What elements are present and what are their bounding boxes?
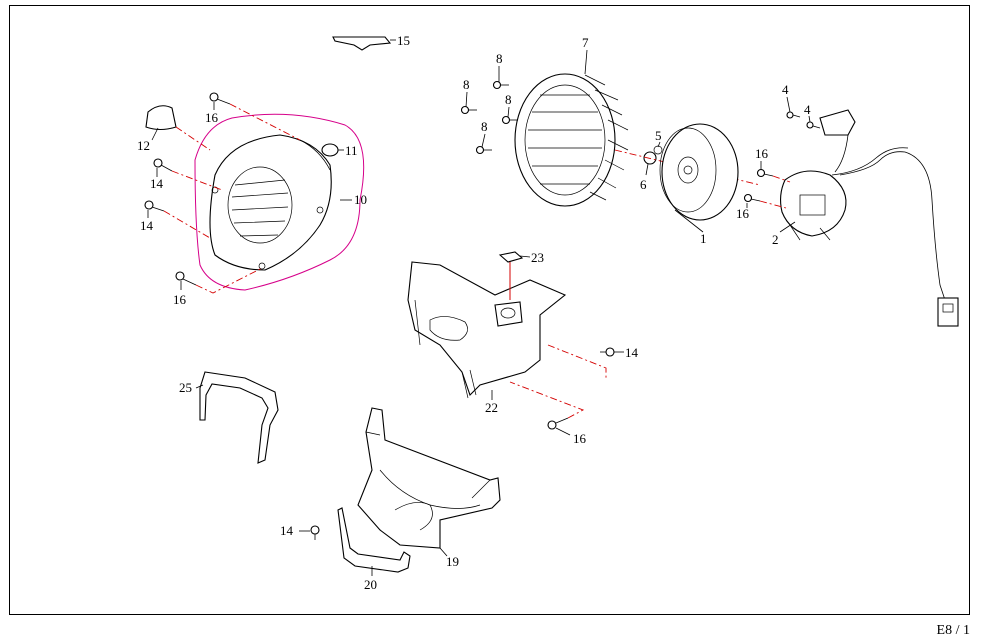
screw-part-8-c <box>501 115 518 125</box>
screw-part-16-d <box>743 193 761 203</box>
screw-part-16-c <box>756 168 774 178</box>
callout-20: 20 <box>364 577 377 592</box>
pickup-coil-part-4 <box>819 109 856 136</box>
leader-12 <box>175 126 211 151</box>
plug-part-11 <box>321 143 339 157</box>
part-10-group-outline <box>194 113 365 291</box>
leader-14c <box>547 344 607 380</box>
screw-part-8-b <box>460 105 477 115</box>
screw-part-14-a <box>153 158 173 172</box>
lower-shroud-part-19 <box>357 407 501 549</box>
callout-5: 5 <box>655 128 662 143</box>
fan-cover-part-10 <box>209 134 332 271</box>
cooling-fan-part-7 <box>514 73 629 207</box>
callout-2: 2 <box>772 232 779 247</box>
callout-16e: 16 <box>573 431 587 446</box>
screw-part-16-e <box>547 417 569 430</box>
leader-14a <box>171 170 223 191</box>
callout-8a: 8 <box>496 51 503 66</box>
leader-16e <box>509 381 585 419</box>
cap-part-12 <box>145 105 177 131</box>
page-reference: E8 / 1 <box>936 623 970 638</box>
callouts: 1 2 4 4 5 6 7 8 8 8 8 10 11 12 14 14 14 … <box>137 33 811 592</box>
bracket-part-15 <box>332 36 392 51</box>
callout-4a: 4 <box>782 82 789 97</box>
leader-16b <box>195 267 263 294</box>
callout-14c: 14 <box>625 345 639 360</box>
seal-part-20 <box>337 507 411 573</box>
callout-14b: 14 <box>140 218 154 233</box>
callout-16b: 16 <box>173 292 187 307</box>
flywheel-part-1 <box>659 123 739 221</box>
washer-part-5 <box>653 145 663 155</box>
screw-part-14-b <box>144 200 165 212</box>
callout-7: 7 <box>582 35 589 50</box>
screw-part-16-b <box>175 271 197 286</box>
seal-part-25 <box>199 371 279 464</box>
callout-16d: 16 <box>736 206 750 221</box>
screw-part-8-a <box>492 80 509 90</box>
screw-part-14-d <box>310 525 320 540</box>
callout-8d: 8 <box>481 119 488 134</box>
callout-19: 19 <box>446 554 459 569</box>
leader-16c <box>772 175 791 183</box>
callout-12: 12 <box>137 138 150 153</box>
callout-15: 15 <box>397 33 410 48</box>
shroud-part-22 <box>407 261 567 399</box>
callout-8b: 8 <box>463 77 470 92</box>
callout-10: 10 <box>354 192 367 207</box>
screw-part-14-c <box>600 347 615 357</box>
callout-14a: 14 <box>150 176 164 191</box>
screw-part-4-a <box>786 111 801 119</box>
screw-part-16-a <box>209 92 231 105</box>
callout-11: 11 <box>345 143 358 158</box>
callout-16c: 16 <box>755 146 769 161</box>
callout-1: 1 <box>700 231 707 246</box>
stator-part-2 <box>779 170 847 241</box>
leader-16a <box>229 103 301 141</box>
callout-6: 6 <box>640 177 647 192</box>
callout-22: 22 <box>485 400 498 415</box>
screw-part-8-d <box>475 145 492 155</box>
screw-part-4-b <box>806 121 821 129</box>
callout-8c: 8 <box>505 92 512 107</box>
stator-wire-harness <box>839 151 946 301</box>
callout-4b: 4 <box>804 102 811 117</box>
leader-14b <box>163 210 211 239</box>
connector <box>937 297 959 327</box>
diagram-frame <box>9 5 970 615</box>
leader-16d <box>759 200 787 209</box>
callout-23: 23 <box>531 250 544 265</box>
callout-25: 25 <box>179 380 192 395</box>
clip-part-23 <box>498 251 524 263</box>
callout-14d: 14 <box>280 523 294 538</box>
callout-16a: 16 <box>205 110 219 125</box>
